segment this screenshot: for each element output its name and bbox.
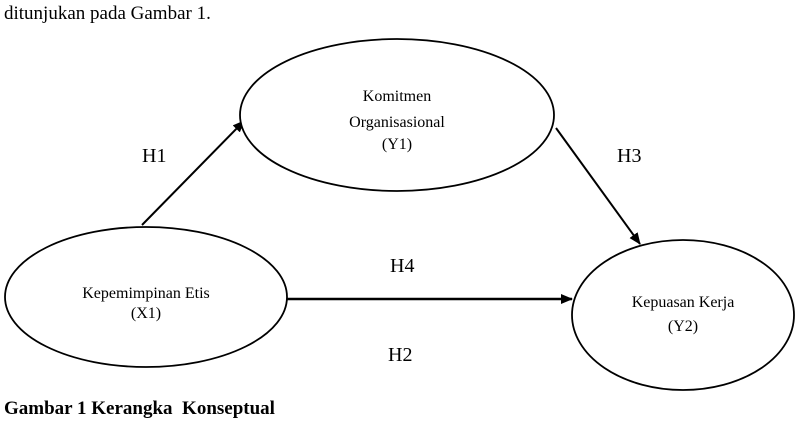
edge-label-h2: H2	[388, 344, 412, 366]
edge-label-h1: H1	[142, 145, 166, 167]
intro-text: ditunjukan pada Gambar 1.	[4, 3, 211, 24]
node-x1-code: (X1)	[131, 305, 161, 322]
node-x1-ellipse	[4, 226, 288, 368]
arrow-x1-to-y1	[141, 120, 245, 226]
node-y1-label-line2: Organisasional	[349, 114, 445, 131]
arrow-y1-to-y2	[555, 127, 641, 245]
node-kepuasan-kerja: Kepuasan Kerja (Y2)	[571, 239, 795, 391]
edge-label-h3: H3	[617, 145, 641, 167]
node-y2-code: (Y2)	[668, 318, 698, 335]
node-y1-ellipse	[239, 38, 555, 192]
node-y1-code: (Y1)	[382, 136, 412, 153]
node-y2-ellipse	[571, 239, 795, 391]
node-y2-label: Kepuasan Kerja	[632, 294, 735, 311]
edge-label-h4: H4	[390, 255, 414, 277]
node-komitmen-organisasional: Komitmen Organisasional (Y1)	[239, 38, 555, 192]
node-x1-label: Kepemimpinan Etis	[82, 285, 210, 302]
figure-caption: Gambar 1 Kerangka Konseptual	[4, 398, 275, 419]
node-kepemimpinan-etis: Kepemimpinan Etis (X1)	[4, 226, 288, 368]
node-y1-label-line1: Komitmen	[363, 88, 431, 105]
